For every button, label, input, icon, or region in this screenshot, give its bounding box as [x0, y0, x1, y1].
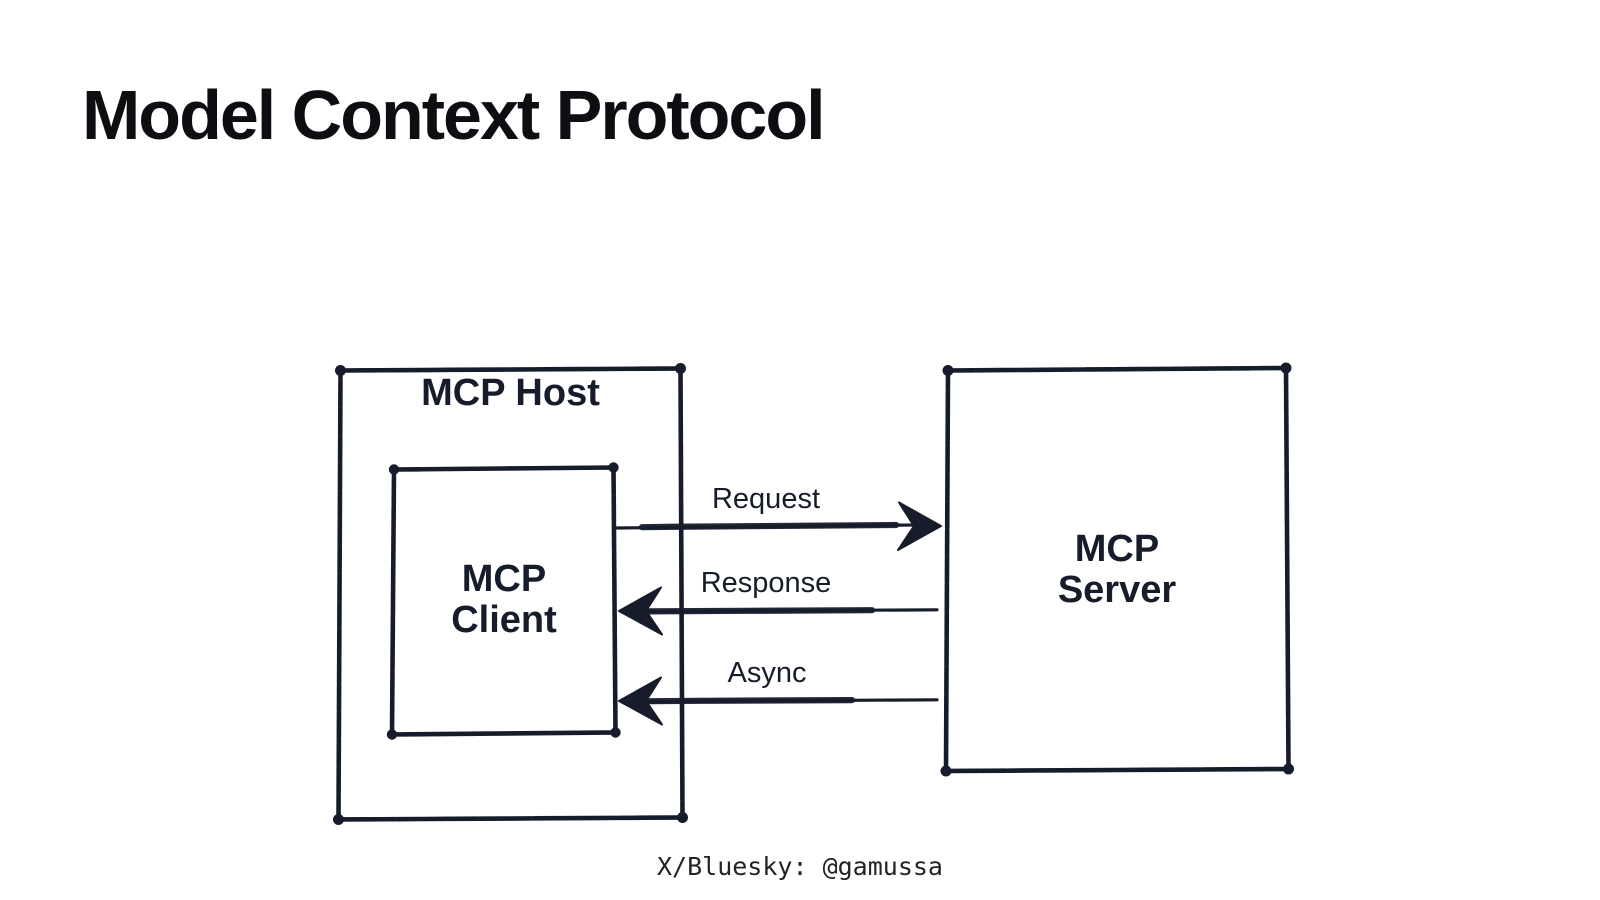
- async-arrowhead-icon: [618, 676, 663, 726]
- mcp-client-box: [386, 462, 621, 740]
- request-arrowhead-icon: [897, 501, 942, 551]
- mcp-host-label: MCP Host: [421, 372, 600, 414]
- mcp-client-label: MCP Client: [451, 558, 557, 641]
- response-arrowhead-icon: [618, 586, 663, 636]
- mcp-host-box: [333, 363, 688, 825]
- page-title: Model Context Protocol: [82, 76, 826, 154]
- footer-social-handle: X/Bluesky: @gamussa: [657, 852, 943, 881]
- response-arrow-label: Response: [700, 567, 832, 599]
- request-arrow: [615, 501, 942, 551]
- request-arrow-label: Request: [711, 483, 820, 515]
- async-arrow: [618, 676, 939, 726]
- mcp-server-label: MCP Server: [1057, 528, 1177, 611]
- mcp-server-box: [940, 362, 1294, 777]
- response-arrow: [618, 586, 939, 636]
- async-arrow-label: Async: [727, 657, 807, 689]
